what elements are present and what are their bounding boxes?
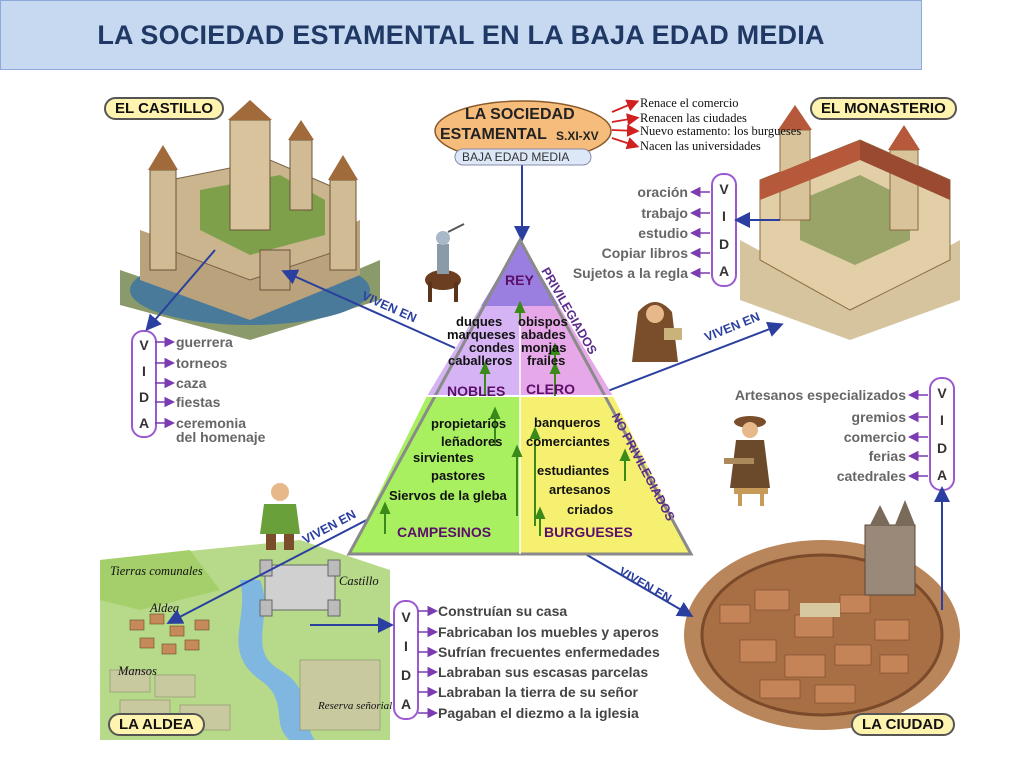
village-vida-item: Labraban la tierra de su señor [438,684,638,700]
castle-vida-box: V I D A [131,330,157,438]
monk-figure [632,302,682,362]
nobles-item: caballeros [448,353,513,368]
village-vida-item: Sufrían frecuentes enfermedades [438,644,660,660]
village-vida-item: Pagaban el diezmo a la iglesia [438,705,639,721]
city-vida-item: ferias [868,448,906,464]
vida-letter: V [401,608,411,625]
castle-vida-item: caza [176,375,207,391]
center-title-line1: LA SOCIEDAD [465,106,575,123]
title-banner: LA SOCIEDAD ESTAMENTAL EN LA BAJA EDAD M… [0,0,922,70]
village-map-label: Tierras comunales [110,564,203,578]
campesinos-item: pastores [431,468,486,483]
nobles-item: marqueses [447,327,516,342]
city-vida-item: catedrales [836,468,906,484]
campesinos-item: sirvientes [413,450,474,465]
clero-item: monjas [521,340,567,355]
monastery-vida-item: estudio [638,225,688,241]
monastery-vida-item: Sujetos a la regla [572,265,688,281]
nobles-label: NOBLES [447,383,506,399]
center-fact: Nuevo estamento: los burgueses [640,124,802,138]
village-label: LA ALDEA [108,713,205,736]
vida-letter: A [400,695,412,712]
campesinos-item: Siervos de la gleba [389,488,507,503]
page-title: LA SOCIEDAD ESTAMENTAL EN LA BAJA EDAD M… [97,19,825,50]
campesinos-label: CAMPESINOS [397,524,492,540]
castle-vida-item: fiestas [176,394,221,410]
monastery-vida-box: V I D A [711,173,737,287]
monastery-illustration [740,105,960,340]
vida-letter: A [138,415,150,431]
nobles-item: condes [469,340,515,355]
castle-label: EL CASTILLO [104,97,225,120]
city-label: LA CIUDAD [851,713,955,736]
vida-letter: D [400,666,412,683]
center-fact: Renacen las ciudades [640,111,747,125]
artisan-figure [724,416,770,506]
center-title-line2: ESTAMENTAL [440,126,547,143]
village-vida-box: V I D A [393,600,419,720]
clero-label: CLERO [526,381,575,397]
vida-letter: V [139,337,149,353]
vida-letter: I [722,208,726,225]
campesinos-item: propietarios [431,416,507,431]
campesinos-item: leñadores [441,434,503,449]
clero-item: frailes [527,353,566,368]
clero-item: abades [521,327,566,342]
vida-letter: V [937,384,947,401]
burgueses-item: artesanos [549,482,611,497]
center-oval [434,100,612,166]
knight-figure [425,223,465,302]
monastery-vida-item: Copiar libros [601,245,688,261]
monastery-label: EL MONASTERIO [810,97,957,120]
burgueses-label: BURGUESES [544,524,633,540]
castle-vida-item: guerrera [176,334,233,350]
village-map-label: Mansos [118,664,157,678]
peasant-figure [260,483,300,550]
vida-letter: D [138,389,150,405]
village-map-label: Castillo [339,574,379,588]
city-vida-item: comercio [843,429,906,445]
burgueses-item: comerciantes [526,434,610,449]
center-fact: Nacen las universidades [640,139,761,153]
clero-item: obispos [518,314,568,329]
pyramid [346,236,694,556]
castle-vida-item: del homenaje [176,429,266,445]
vida-letter: I [404,637,408,654]
center-fact: Renace el comercio [640,96,739,110]
vida-letter: A [936,467,948,484]
vida-letter: V [719,180,729,197]
vida-letter: A [718,263,730,280]
village-illustration [100,540,390,740]
village-vida-item: Construían su casa [438,603,568,619]
center-period: S.XI-XV [556,129,599,143]
burgueses-item: estudiantes [537,463,610,478]
monastery-vida-item: oración [637,184,688,200]
village-map-label: Reserva señorial [318,700,393,712]
city-illustration [684,500,960,730]
castle-vida-item: torneos [176,355,228,371]
vida-letter: D [718,235,730,252]
burgueses-item: banqueros [534,415,601,430]
vida-letter: I [940,412,944,429]
city-vida-box: V I D A [929,377,955,491]
rey-label: REY [505,272,534,288]
center-subtitle: BAJA EDAD MEDIA [462,150,570,164]
village-vida-item: Labraban sus escasas parcelas [438,664,649,680]
vida-letter: I [142,363,146,379]
city-vida-item: Artesanos especializados [734,387,906,403]
castle-vida-item: ceremonia [176,415,247,431]
village-vida-item: Fabricaban los muebles y aperos [438,624,659,640]
city-vida-item: gremios [851,409,906,425]
vida-letter: D [936,439,948,456]
monastery-vida-item: trabajo [641,205,688,221]
nobles-item: duques [456,314,503,329]
burgueses-item: criados [567,502,614,517]
